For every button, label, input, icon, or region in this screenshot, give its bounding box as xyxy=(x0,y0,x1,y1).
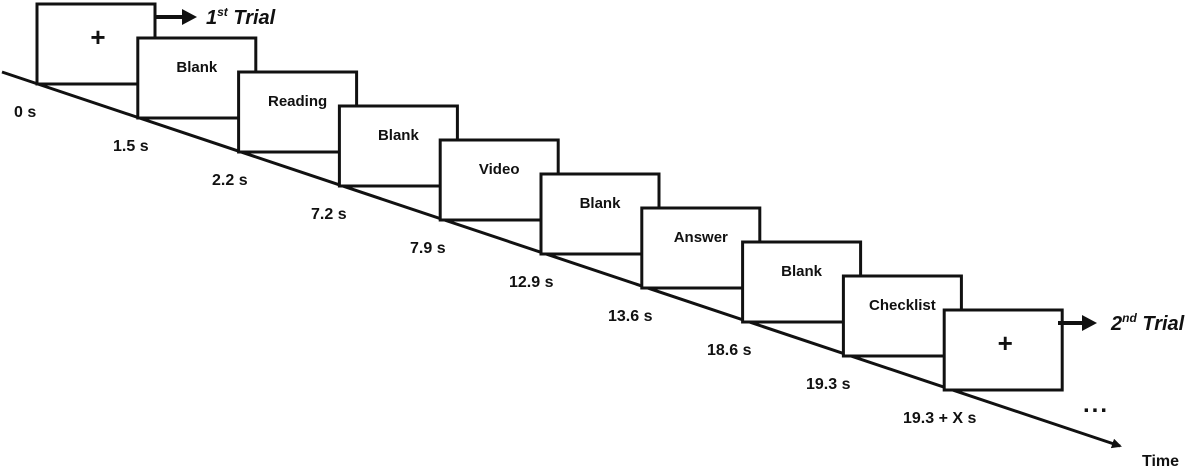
time-tick-label: 7.2 s xyxy=(311,206,347,223)
continuation-ellipsis: ... xyxy=(1083,391,1109,418)
time-tick-label: 0 s xyxy=(14,104,36,121)
time-tick-label: 13.6 s xyxy=(608,308,653,325)
time-axis-line xyxy=(1,70,1122,449)
time-axis-label: Time xyxy=(1142,453,1179,470)
screen-label: Blank xyxy=(580,195,622,212)
screen-6: Blank xyxy=(539,172,661,256)
first-trial-label: 1st Trial xyxy=(206,5,276,29)
second-trial-word: Trial xyxy=(1137,313,1185,335)
time-tick-label: 19.3 s xyxy=(806,376,851,393)
second-trial-marker: 2nd Trial xyxy=(1058,311,1185,335)
screen-8: Blank xyxy=(741,240,863,324)
screen-10: + xyxy=(942,308,1064,392)
screen-box xyxy=(841,274,963,358)
first-trial-word: Trial xyxy=(228,7,276,29)
time-tick-label: 1.5 s xyxy=(113,138,149,155)
screen-5: Video xyxy=(438,138,560,222)
screen-box xyxy=(942,308,1064,392)
fixation-cross-label: + xyxy=(998,328,1013,358)
screen-box xyxy=(337,104,459,188)
first-trial-suffix: st xyxy=(217,5,229,19)
screen-label: Blank xyxy=(781,263,823,280)
screen-label: Blank xyxy=(378,127,420,144)
time-tick-label: 12.9 s xyxy=(509,274,554,291)
fixation-cross-label: + xyxy=(90,22,105,52)
time-labels-layer: 0 s 1.5 s 2.2 s 7.2 s 7.9 s 12.9 s 13.6 s 18.6 … xyxy=(14,104,976,427)
screen-box xyxy=(640,206,762,290)
time-tick-label: 18.6 s xyxy=(707,342,752,359)
screen-7: Answer xyxy=(640,206,762,290)
screen-label: Answer xyxy=(674,229,728,246)
time-tick-label: 2.2 s xyxy=(212,172,248,189)
screen-box xyxy=(539,172,661,256)
screen-label: Video xyxy=(479,161,520,178)
time-tick-label: 7.9 s xyxy=(410,240,446,257)
screen-label: Blank xyxy=(176,59,218,76)
screen-label: Checklist xyxy=(869,297,936,314)
screen-2: Blank xyxy=(136,36,258,120)
screen-4: Blank xyxy=(337,104,459,188)
second-trial-label: 2nd Trial xyxy=(1110,311,1185,335)
screen-box xyxy=(438,138,560,222)
screens-layer: +BlankReadingBlankVideoBlankAnswerBlankC… xyxy=(35,2,1064,392)
second-trial-number: 2 xyxy=(1110,313,1122,335)
screen-box xyxy=(741,240,863,324)
second-trial-arrow-icon xyxy=(1082,315,1097,331)
first-trial-arrow-icon xyxy=(182,9,197,25)
second-trial-suffix: nd xyxy=(1122,311,1137,325)
first-trial-number: 1 xyxy=(206,7,217,29)
first-trial-marker: 1st Trial xyxy=(156,5,276,29)
time-tick-label: 19.3 + X s xyxy=(903,410,976,427)
screen-9: Checklist xyxy=(841,274,963,358)
screen-box xyxy=(136,36,258,120)
screen-label: Reading xyxy=(268,93,327,110)
